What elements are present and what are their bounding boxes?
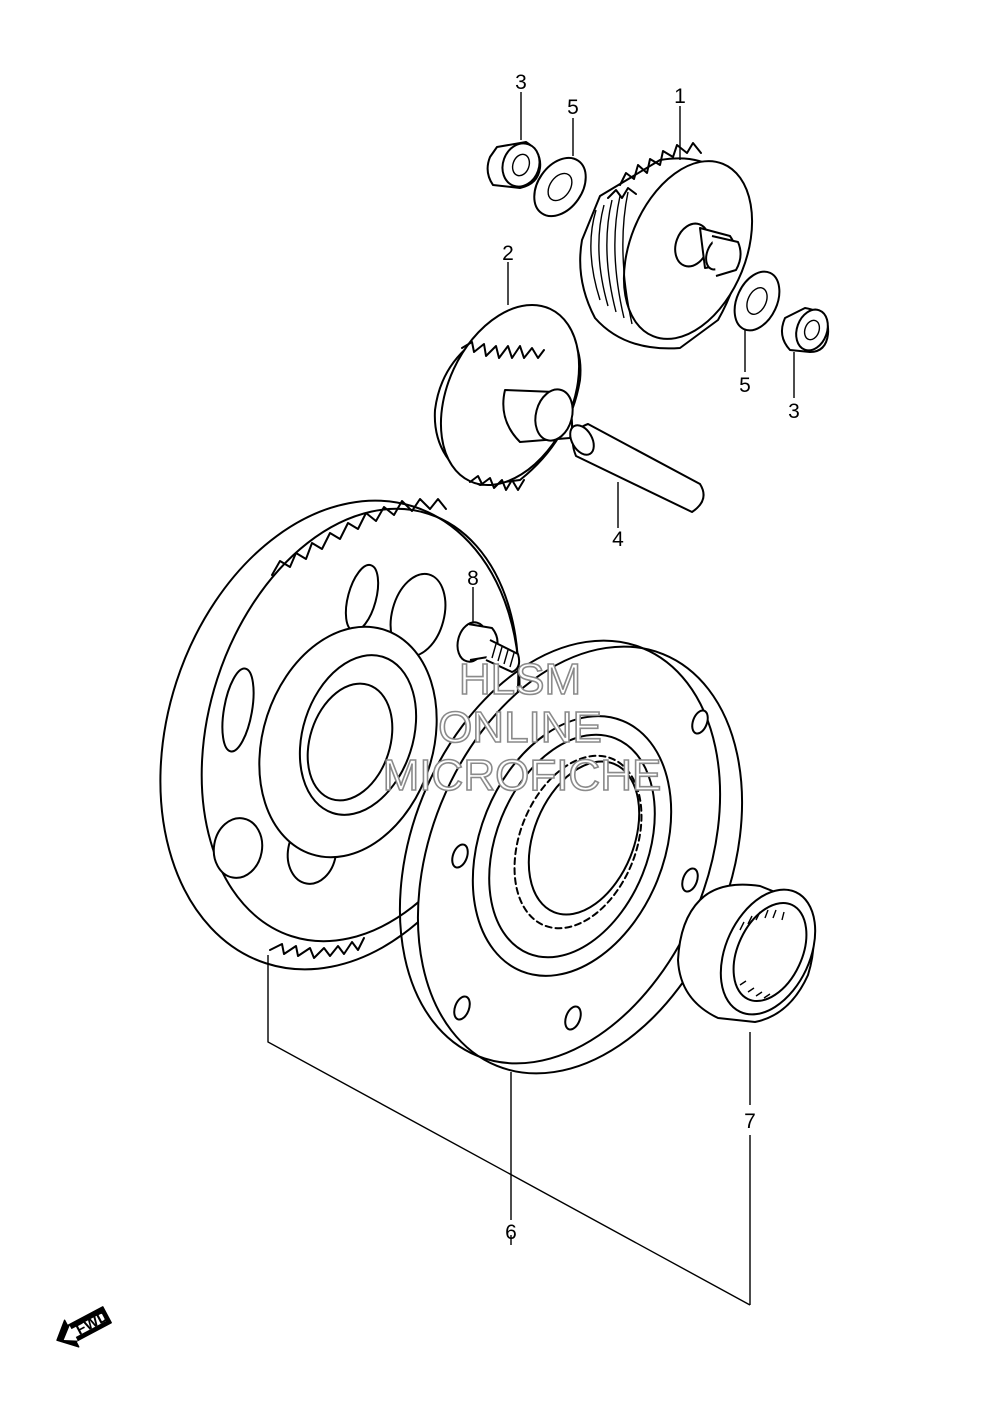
fwd-arrow-icon: FWD (56, 1306, 112, 1348)
watermark-line-3: MICROFICHE (383, 751, 662, 800)
callout-2: 2 (502, 242, 514, 265)
callout-5-lower: 5 (739, 374, 751, 397)
callout-4: 4 (612, 528, 624, 551)
watermark-line-2: ONLINE (438, 703, 602, 752)
callout-3-upper: 3 (515, 71, 527, 94)
part-4-shaft (569, 423, 705, 513)
callout-5-upper: 5 (567, 96, 579, 119)
part-8-bolt (456, 621, 521, 673)
part-7-needle-bearing (677, 883, 817, 1023)
part-5-washer-upper (533, 156, 587, 218)
leader-lines (267, 92, 795, 1306)
callout-6: 6 (505, 1221, 517, 1244)
part-3-bushing-upper (486, 141, 542, 189)
watermark: HLSM ONLINE MICROFICHE (382, 654, 662, 801)
callout-1: 1 (674, 85, 686, 108)
callout-3-lower: 3 (788, 400, 800, 423)
part-5-washer-lower (733, 270, 781, 332)
callout-labels: 3 5 1 2 5 3 4 8 6 7 (467, 71, 800, 1244)
part-1-idle-gear-assembly (579, 142, 754, 350)
callout-7: 7 (744, 1110, 756, 1133)
watermark-line-1: HLSM (459, 655, 581, 704)
part-2-idle-gear (433, 304, 582, 491)
part-3-bushing-lower (780, 307, 830, 353)
part-6-clutch-plate (398, 639, 744, 1075)
callout-8: 8 (467, 567, 479, 590)
